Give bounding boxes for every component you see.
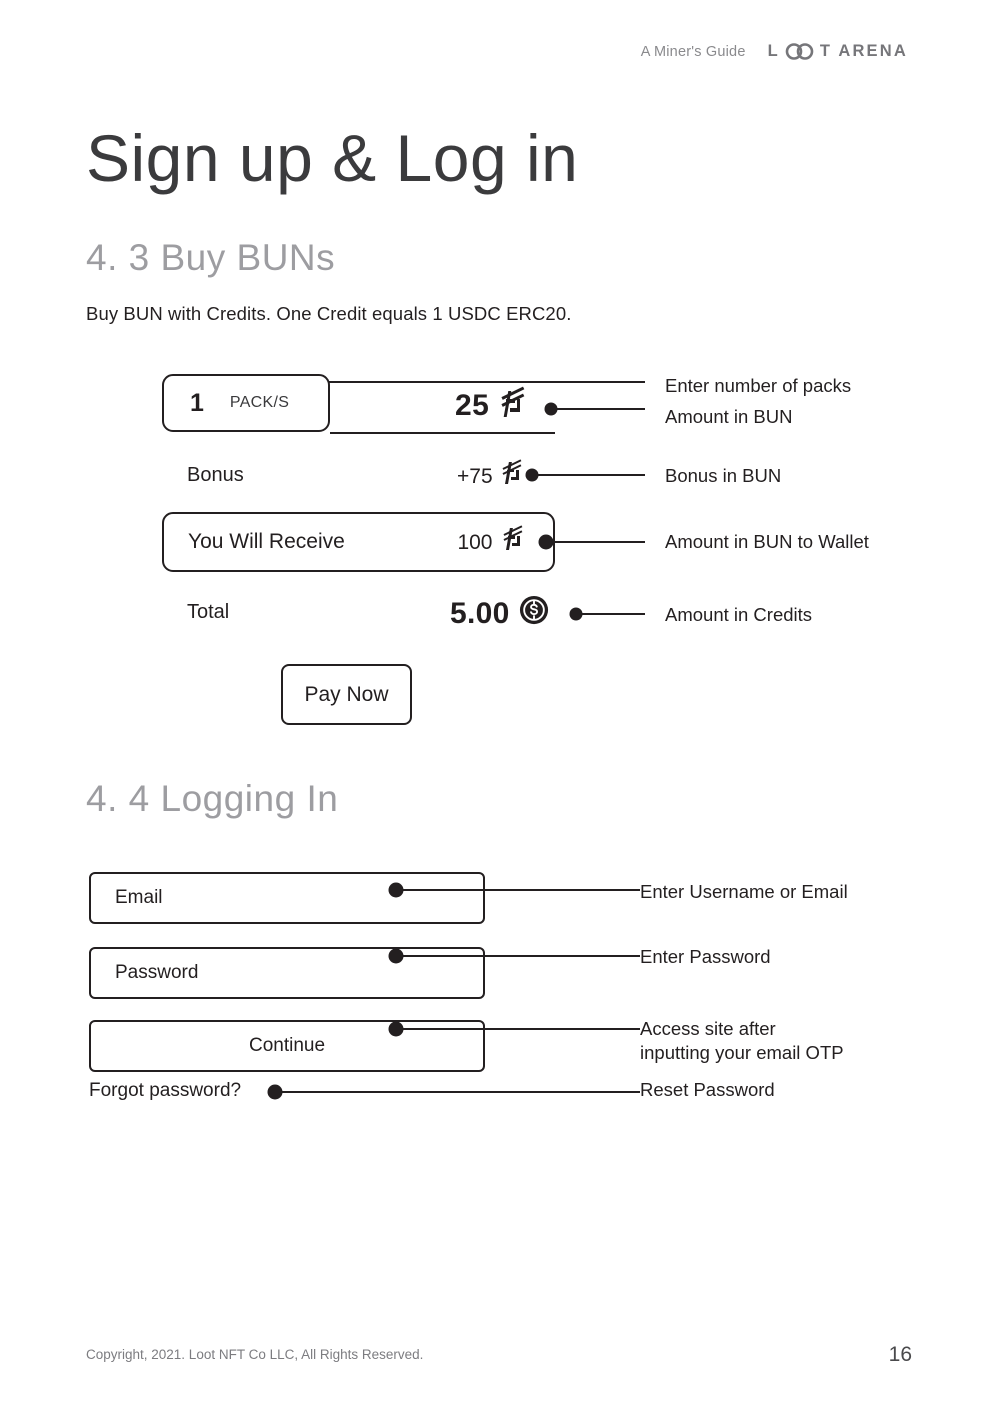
password-placeholder-text: Password (115, 962, 199, 983)
annotation-enter-password: Enter Password (640, 946, 771, 967)
pay-now-button[interactable]: Pay Now (281, 664, 412, 725)
amount-in-bun-value: 25 (455, 386, 524, 423)
annotation-continue-otp: Access site after inputting your email O… (640, 1018, 844, 1064)
password-field[interactable]: Password (89, 947, 485, 999)
continue-label: Continue (248, 1035, 326, 1056)
loot-arena-logo: L T ARENA (768, 42, 908, 61)
receive-label: You Will Receive (188, 530, 345, 553)
total-number: 5.00 (450, 597, 510, 630)
pack-unit-label: PACK/S (229, 394, 290, 411)
bonus-number: +75 (457, 464, 493, 488)
forgot-password-link[interactable]: Forgot password? (89, 1080, 242, 1101)
annotation-amount-credits: Amount in Credits (665, 604, 813, 625)
bun-currency-icon (498, 386, 524, 417)
logo-letter-l: L (767, 42, 780, 60)
pack-row-underline (330, 432, 555, 434)
bun-currency-icon (501, 458, 522, 484)
page-number: 16 (888, 1343, 912, 1366)
annotation-bun-to-wallet: Amount in BUN to Wallet (665, 531, 869, 552)
you-will-receive-row: You Will Receive 100 (162, 512, 555, 572)
annotation-reset-password: Reset Password (640, 1079, 775, 1100)
pack-quantity-value: 1 (190, 388, 204, 417)
header-tagline: A Miner's Guide (640, 43, 746, 60)
annotation-enter-packs: Enter number of packs (665, 375, 852, 396)
amount-bun-number: 25 (455, 389, 490, 422)
oo-interlock-icon (785, 43, 815, 60)
bonus-value: +75 (457, 458, 522, 489)
receive-value: 100 (457, 525, 523, 555)
section-subtitle: Buy BUN with Credits. One Credit equals … (86, 303, 572, 324)
section-heading-4-4: 4. 4 Logging In (86, 778, 339, 819)
footer-copyright: Copyright, 2021. Loot NFT Co LLC, All Ri… (86, 1347, 424, 1362)
page-header: A Miner's Guide L T ARENA (641, 42, 908, 61)
section-heading-4-3: 4. 3 Buy BUNs (86, 237, 336, 278)
continue-button[interactable]: Continue (89, 1020, 485, 1072)
email-placeholder-text: Email (115, 887, 163, 908)
annotation-amount-bun: Amount in BUN (665, 406, 793, 427)
annotation-bonus-bun: Bonus in BUN (665, 465, 782, 486)
bun-currency-icon (502, 525, 523, 550)
logo-text-arena: T ARENA (819, 42, 908, 60)
bonus-label: Bonus (187, 464, 244, 486)
receive-number: 100 (457, 530, 493, 554)
email-field[interactable]: Email (89, 872, 485, 924)
pack-quantity-input[interactable]: 1 PACK/S (162, 374, 330, 432)
page-title: Sign up & Log in (86, 121, 579, 195)
annotation-enter-username: Enter Username or Email (640, 881, 848, 902)
total-value: 5.00 (450, 595, 549, 633)
total-label: Total (187, 601, 230, 623)
usdc-coin-icon (519, 595, 549, 633)
